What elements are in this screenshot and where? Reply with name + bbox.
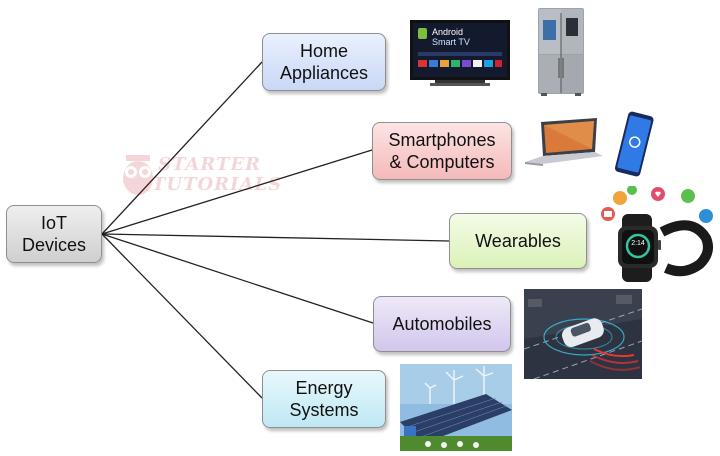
smartphones-line1: Smartphones bbox=[388, 130, 496, 150]
smart-tv-image: Android Smart TV bbox=[410, 20, 510, 88]
wearables-label: Wearables bbox=[475, 231, 561, 251]
connector-wearables bbox=[101, 233, 450, 242]
iot-devices-node: IoT Devices bbox=[6, 205, 102, 263]
home-appliances-node: Home Appliances bbox=[262, 33, 386, 91]
connector-home bbox=[101, 61, 263, 235]
connector-automobiles bbox=[101, 233, 374, 324]
tv-screen-text: Android Smart TV bbox=[432, 27, 470, 47]
home-line1: Home bbox=[299, 41, 348, 61]
watermark-line2: TUTORIALS bbox=[152, 174, 283, 195]
tv-text-line2: Smart TV bbox=[432, 37, 470, 47]
energy-line2: Systems bbox=[289, 400, 359, 420]
laptop-image bbox=[525, 118, 605, 166]
root-line2: Devices bbox=[21, 235, 87, 255]
refrigerator-image bbox=[538, 8, 584, 96]
smartphones-computers-node: Smartphones & Computers bbox=[372, 122, 512, 180]
wearables-image: 2:14 bbox=[598, 185, 716, 282]
tv-text-line1: Android bbox=[432, 27, 464, 37]
connector-smartphones bbox=[101, 149, 373, 235]
energy-line1: Energy bbox=[295, 378, 353, 398]
smartphones-line2: & Computers bbox=[389, 152, 495, 172]
phone-icon bbox=[699, 209, 713, 223]
location-icon bbox=[681, 189, 695, 203]
wearables-node: Wearables bbox=[449, 213, 587, 269]
home-line2: Appliances bbox=[279, 63, 369, 83]
connector-energy bbox=[101, 233, 263, 399]
watermark: STARTER TUTORIALS bbox=[118, 152, 288, 198]
automobiles-label: Automobiles bbox=[392, 314, 492, 334]
root-line1: IoT bbox=[40, 213, 67, 233]
watch-time: 2:14 bbox=[631, 240, 645, 247]
energy-systems-node: Energy Systems bbox=[262, 370, 386, 428]
chat-icon bbox=[613, 191, 627, 205]
owl-logo-icon bbox=[123, 155, 153, 195]
watermark-line1: STARTER bbox=[158, 154, 262, 175]
automobiles-node: Automobiles bbox=[373, 296, 511, 352]
automobile-image bbox=[523, 289, 643, 380]
energy-systems-image bbox=[400, 364, 512, 451]
smartphone-image bbox=[612, 110, 656, 180]
